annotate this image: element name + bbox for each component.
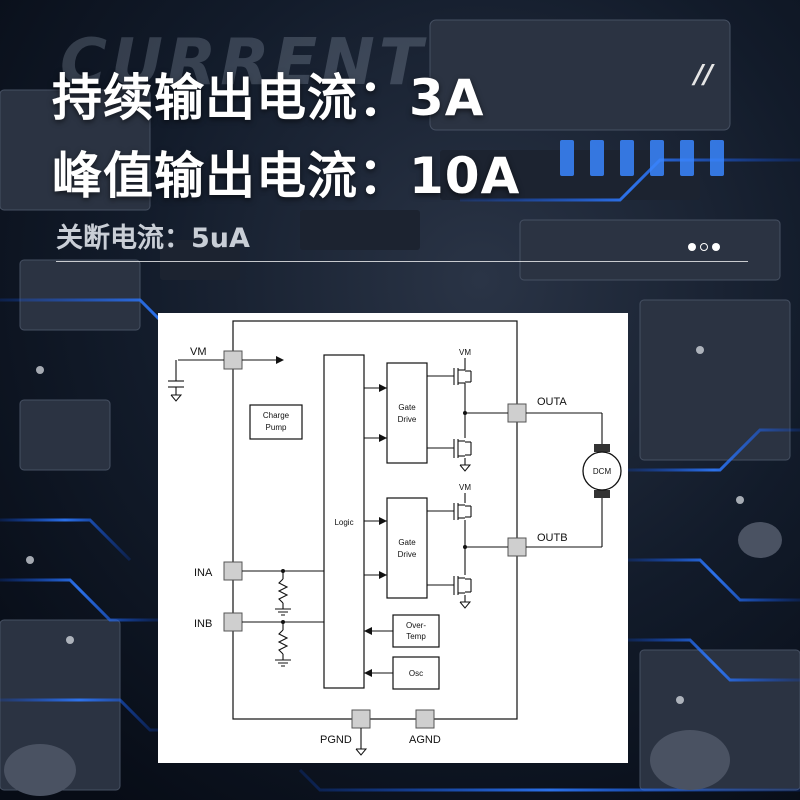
mosfet-low-a <box>453 439 472 458</box>
block-diagram-panel: VM INA INB OUTA OUTB PGND AGND Charge Pu… <box>158 313 628 763</box>
label-outb: OUTB <box>537 532 568 544</box>
label-outa: OUTA <box>537 396 567 408</box>
mosfet-high-a <box>453 368 472 385</box>
label-motor: DCM <box>593 467 612 476</box>
over-temp-block <box>392 614 440 648</box>
pad-outa <box>507 403 527 423</box>
dc-motor <box>582 444 622 498</box>
headline-peak-current: 峰值输出电流：10A <box>52 147 521 205</box>
label-pgnd: PGND <box>320 734 352 746</box>
pad-pgnd <box>351 709 371 729</box>
pagination-dots[interactable] <box>688 236 724 255</box>
gate-drive-top-block <box>386 362 428 464</box>
label-charge: Charge <box>263 411 290 420</box>
label-logic: Logic <box>334 518 353 527</box>
pad-vm <box>223 350 243 370</box>
label-vm: VM <box>190 346 207 358</box>
label-agnd: AGND <box>409 734 441 746</box>
label-inb: INB <box>194 618 212 630</box>
label-drive-bottom: Drive <box>398 550 417 559</box>
pad-agnd <box>415 709 435 729</box>
pagination-dot-1[interactable] <box>688 243 696 251</box>
mosfet-high-b <box>453 503 472 520</box>
headline-continuous-current: 持续输出电流：3A <box>52 69 485 127</box>
label-drive-top: Drive <box>398 415 417 424</box>
label-ina: INA <box>194 567 213 579</box>
gate-drive-bottom-block <box>386 497 428 599</box>
subline-shutdown-current: 关断电流：5uA <box>56 223 250 254</box>
label-over: Over- <box>406 621 426 630</box>
pagination-dot-3[interactable] <box>712 243 720 251</box>
pagination-dot-2[interactable] <box>700 243 708 251</box>
label-temp: Temp <box>406 632 426 641</box>
label-osc: Osc <box>409 669 423 678</box>
label-vm-top: VM <box>459 348 471 357</box>
label-pump: Pump <box>266 423 287 432</box>
slash-decoration: // <box>694 60 713 90</box>
pad-inb <box>223 612 243 632</box>
divider-line <box>56 261 748 262</box>
label-vm-bottom: VM <box>459 483 471 492</box>
pad-outb <box>507 537 527 557</box>
chip-outline <box>232 320 518 720</box>
charge-pump-block <box>249 404 303 440</box>
label-gate-top: Gate <box>398 403 416 412</box>
block-diagram: VM INA INB OUTA OUTB PGND AGND Charge Pu… <box>168 320 622 756</box>
label-gate-bottom: Gate <box>398 538 416 547</box>
watermark-text: CURRENT <box>60 26 427 100</box>
mosfet-low-b <box>453 576 472 595</box>
pad-ina <box>223 561 243 581</box>
